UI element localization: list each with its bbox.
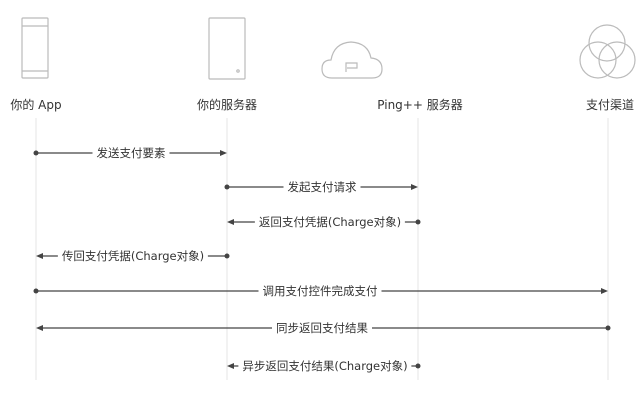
arrowhead-icon <box>36 253 43 259</box>
message-label: 返回支付凭据(Charge对象) <box>254 214 406 230</box>
message-label: 发起支付请求 <box>283 179 361 195</box>
message-start-dot <box>415 363 421 369</box>
actor-label-pingpp-server: Ping++ 服务器 <box>377 98 463 112</box>
message-start-dot <box>224 184 230 190</box>
message-label: 发送支付要素 <box>92 145 170 161</box>
arrowhead-icon <box>601 288 608 294</box>
arrowhead-icon <box>227 219 234 225</box>
actor-label-your-server: 你的服务器 <box>196 98 258 112</box>
message-label: 调用支付控件完成支付 <box>258 283 382 299</box>
cloud-icon <box>321 41 383 79</box>
actor-label-payment-channel: 支付渠道 <box>585 98 635 112</box>
message-start-dot <box>33 288 39 294</box>
arrowhead-icon <box>227 363 234 369</box>
message-label: 传回支付凭据(Charge对象) <box>57 248 209 264</box>
arrowhead-icon <box>411 184 418 190</box>
circles-icon <box>579 24 636 79</box>
message-label: 异步返回支付结果(Charge对象) <box>238 358 412 374</box>
message-start-dot <box>33 150 39 156</box>
actor-label-app: 你的 App <box>10 98 62 112</box>
arrowhead-icon <box>36 325 43 331</box>
message-start-dot <box>415 219 421 225</box>
message-start-dot <box>224 253 230 259</box>
message-start-dot <box>605 325 611 331</box>
arrowhead-icon <box>220 150 227 156</box>
phone-icon <box>21 17 49 79</box>
message-label: 同步返回支付结果 <box>272 320 372 336</box>
server-icon <box>208 17 246 80</box>
